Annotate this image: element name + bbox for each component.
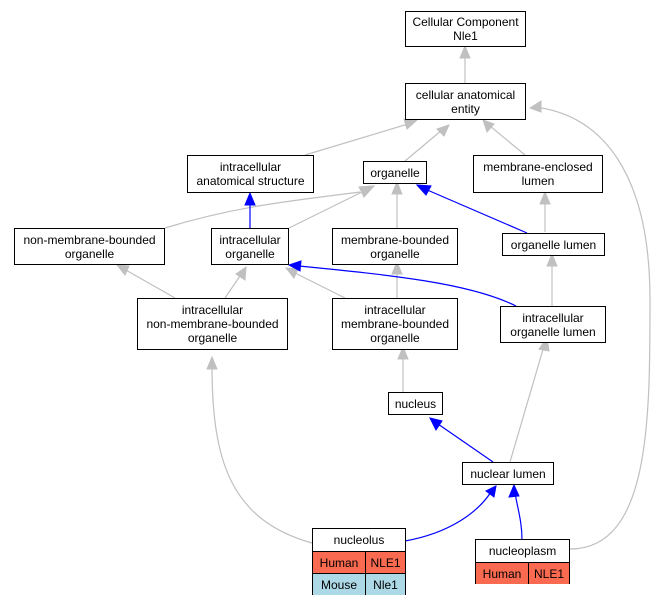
node-membrane-bounded-organelle[interactable]: membrane-bounded organelle bbox=[332, 228, 458, 265]
arrowhead bbox=[235, 265, 247, 281]
node-intracellular-organelle[interactable]: intracellular organelle bbox=[211, 228, 289, 265]
arrowhead bbox=[391, 260, 403, 275]
node-intracellular-membrane-bounded-organelle[interactable]: intracellular membrane-bounded organelle bbox=[332, 298, 458, 350]
node-nucleus[interactable]: nucleus bbox=[388, 392, 443, 415]
node-intracellular-non-membrane-bounded-organelle[interactable]: intracellular non-membrane-bounded organ… bbox=[137, 298, 288, 350]
nucleoplasm-title: nucleoplasm bbox=[476, 540, 569, 563]
arrowhead bbox=[482, 119, 495, 133]
node-nucleoplasm[interactable]: nucleoplasm Human NLE1 bbox=[475, 539, 570, 584]
nucleolus-row-mouse: Mouse Nle1 bbox=[313, 573, 405, 595]
arrowhead bbox=[391, 180, 403, 195]
arrowhead bbox=[508, 483, 520, 498]
nucleoplasm-row-human: Human NLE1 bbox=[476, 563, 569, 584]
edge-nucleolus-nl bbox=[404, 491, 492, 542]
edge-ias-cae bbox=[304, 123, 409, 156]
gene-cell: NLE1 bbox=[365, 552, 405, 573]
arrowhead bbox=[436, 124, 450, 137]
arrowhead bbox=[397, 345, 409, 360]
node-organelle-lumen[interactable]: organelle lumen bbox=[502, 233, 605, 256]
edge-inmbo-io bbox=[224, 275, 241, 299]
node-nucleolus[interactable]: nucleolus Human NLE1 Mouse Nle1 bbox=[312, 528, 406, 595]
nucleolus-row-human: Human NLE1 bbox=[313, 552, 405, 573]
arrowhead bbox=[485, 485, 497, 498]
edge-inmbo-nmbo bbox=[123, 268, 176, 299]
edge-nucleolus-inmbo bbox=[211, 364, 313, 544]
edge-nmbo-organelle bbox=[164, 191, 361, 229]
arrowhead bbox=[459, 44, 471, 59]
node-intracellular-organelle-lumen[interactable]: intracellular organelle lumen bbox=[500, 306, 606, 343]
arrowhead bbox=[403, 118, 419, 130]
edge-mel-cae bbox=[489, 125, 526, 156]
node-organelle[interactable]: organelle bbox=[363, 161, 427, 184]
edge-organelle-cae bbox=[404, 129, 443, 162]
arrowhead bbox=[358, 185, 374, 198]
arrowhead bbox=[287, 260, 302, 272]
species-cell: Mouse bbox=[313, 574, 365, 595]
edge-iol-io bbox=[298, 265, 517, 307]
edge-nucleoplasm-nl bbox=[514, 492, 523, 541]
edge-ol-organelle bbox=[424, 188, 528, 234]
arrowhead bbox=[284, 267, 299, 279]
edge-io-organelle bbox=[288, 191, 363, 229]
arrowhead bbox=[206, 355, 218, 370]
nucleolus-title: nucleolus bbox=[313, 529, 405, 552]
arrowhead bbox=[244, 191, 256, 206]
gene-cell: NLE1 bbox=[528, 563, 569, 584]
species-cell: Human bbox=[476, 563, 528, 584]
edge-nucleoplasm-cae bbox=[534, 106, 651, 550]
node-cellular-anatomical-entity[interactable]: cellular anatomical entity bbox=[405, 83, 526, 120]
species-cell: Human bbox=[313, 552, 365, 573]
node-intracellular-anatomical-structure[interactable]: intracellular anatomical structure bbox=[187, 155, 314, 193]
arrowhead bbox=[415, 184, 432, 196]
node-non-membrane-bounded-organelle[interactable]: non-membrane-bounded organelle bbox=[14, 228, 165, 265]
edge-imbo-io bbox=[294, 272, 346, 299]
arrowhead bbox=[546, 252, 558, 267]
node-membrane-enclosed-lumen[interactable]: membrane-enclosed lumen bbox=[473, 155, 603, 193]
arrowhead bbox=[429, 417, 443, 431]
node-nuclear-lumen[interactable]: nuclear lumen bbox=[462, 462, 554, 485]
arrowhead bbox=[115, 264, 130, 276]
arrowhead bbox=[539, 190, 551, 205]
edge-nl-nucleus bbox=[437, 423, 494, 463]
arrowhead bbox=[528, 100, 542, 113]
node-cellular-component[interactable]: Cellular Component Nle1 bbox=[405, 11, 526, 47]
gene-cell: Nle1 bbox=[365, 574, 405, 595]
edge-nl-iol bbox=[509, 345, 545, 463]
